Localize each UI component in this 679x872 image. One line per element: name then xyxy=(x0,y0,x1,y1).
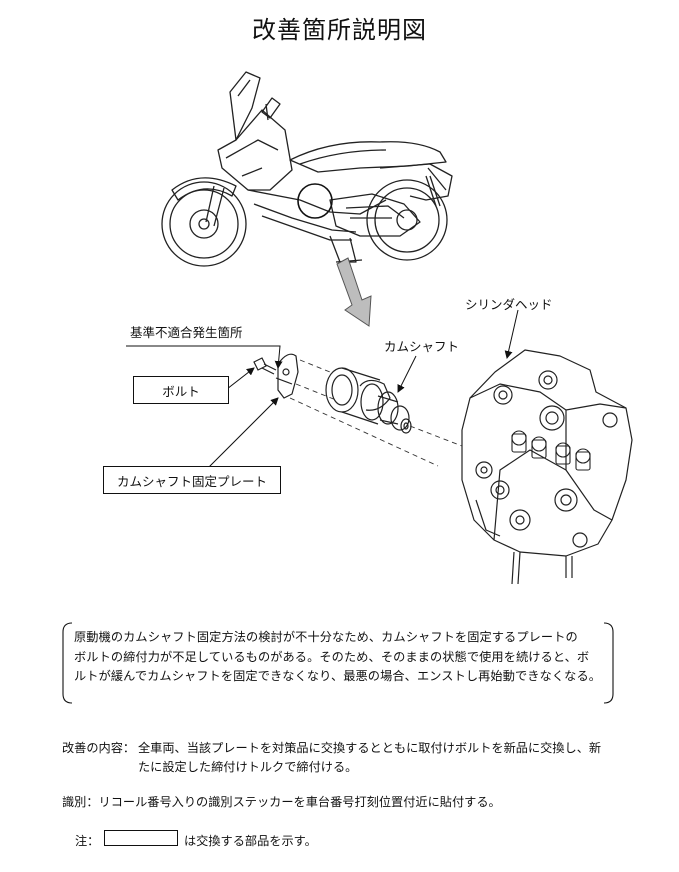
camshaft-label: カムシャフト xyxy=(384,339,460,354)
defect-location-label: 基準不適合発生箇所 xyxy=(130,325,243,340)
plate-drawing xyxy=(275,353,299,399)
note-label: 注： xyxy=(75,834,100,848)
scooter-drawing xyxy=(161,71,453,267)
improvement-line-2: たに設定した締付けトルクで締付ける。 xyxy=(138,760,358,774)
note-text: は交換する部品を示す。 xyxy=(184,834,317,848)
bolt-label-box: ボルト xyxy=(133,376,229,404)
notice-line-2: ボルトの締付力が不足しているものがある。そのため、そのままの状態で使用を続けると… xyxy=(74,649,590,664)
notice-frame xyxy=(62,622,614,704)
page-title: 改善箇所説明図 xyxy=(252,16,427,44)
improvement-text: 全車両、当該プレートを対策品に交換するとともに取付けボルトを新品に交換し、新 た… xyxy=(138,739,620,777)
cylinder-head-label: シリンダヘッド xyxy=(465,297,553,312)
camshaft-drawing xyxy=(325,367,412,434)
note-legend-box xyxy=(104,830,178,846)
improvement-line-1: 全車両、当該プレートを対策品に交換するとともに取付けボルトを新品に交換し、新 xyxy=(138,741,602,755)
defect-description: 原動機のカムシャフト固定方法の検討が不十分なため、カムシャフトを固定するプレート… xyxy=(74,628,608,687)
camshaft-plate-label-box: カムシャフト固定プレート xyxy=(103,466,281,494)
location-circle xyxy=(297,183,333,219)
notice-line-3: ルトが緩んでカムシャフトを固定できなくなり、最悪の場合、エンストし再始動できなく… xyxy=(74,669,602,683)
assembly-lines xyxy=(289,359,463,467)
notice-line-1: 原動機のカムシャフト固定方法の検討が不十分なため、カムシャフトを固定するプレート… xyxy=(74,630,578,644)
bolt-drawing xyxy=(253,357,277,375)
identification-text: 識別：リコール番号入りの識別ステッカーを車台番号打刻位置付近に貼付する。 xyxy=(62,795,501,809)
leader-lines xyxy=(126,309,519,471)
improvement-label: 改善の内容： xyxy=(62,741,136,755)
zoom-arrow xyxy=(336,257,372,327)
improvement-illustration xyxy=(126,71,633,585)
cylinder-head-drawing xyxy=(461,349,633,585)
